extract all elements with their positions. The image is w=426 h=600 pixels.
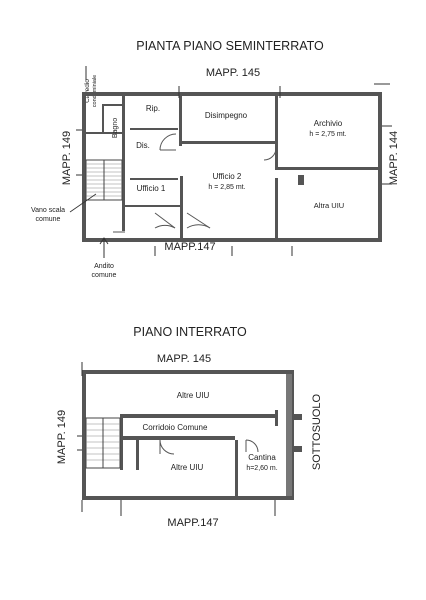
top-mapp-147: MAPP.147: [164, 241, 215, 253]
room-cantina: Cantina: [248, 453, 276, 462]
label-vano-scala-comune: comune: [36, 216, 61, 223]
bottom-plan-walls: [82, 370, 302, 500]
room-disimpegno: Disimpegno: [205, 111, 248, 120]
room-corridoio-comune: Corridoio Comune: [143, 423, 208, 432]
room-altra-uiu: Altra UIU: [314, 201, 344, 210]
top-mapp-145: MAPP. 145: [206, 67, 260, 79]
bottom-sottosuolo: SOTTOSUOLO: [311, 393, 323, 470]
room-bagno: Bagno: [112, 118, 119, 138]
room-cantina-height: h=2,60 m.: [246, 465, 277, 472]
cavedio-label: Cavedio: [84, 79, 91, 103]
bottom-plan-title: PIANO INTERRATO: [133, 325, 247, 339]
bottom-plan-doors: [159, 439, 259, 455]
bottom-mapp-145: MAPP. 145: [157, 353, 211, 365]
andito-arrow: [99, 237, 109, 258]
top-dimension-ticks: [76, 66, 392, 256]
top-mapp-144: MAPP. 144: [388, 131, 400, 185]
label-andito: Andito: [94, 263, 114, 270]
room-ufficio-2-height: h = 2,85 mt.: [208, 184, 245, 191]
top-plan-title: PIANTA PIANO SEMINTERRATO: [136, 39, 324, 53]
top-staircase: [85, 159, 123, 201]
top-mapp-149: MAPP. 149: [61, 131, 73, 185]
room-altre-uiu-bottom: Altre UIU: [171, 463, 204, 472]
bottom-mapp-147: MAPP.147: [167, 517, 218, 529]
room-archivio-height: h = 2,75 mt.: [309, 131, 346, 138]
top-plan-doors: [113, 133, 277, 233]
bottom-dimension-ticks: [77, 362, 276, 516]
bottom-mapp-149: MAPP. 149: [56, 410, 68, 464]
bottom-staircase: [85, 417, 121, 469]
room-dis: Dis.: [136, 141, 150, 150]
cavedio-sub-label: condominiale: [92, 75, 98, 107]
room-archivio: Archivio: [314, 119, 343, 128]
room-ufficio-2: Ufficio 2: [213, 172, 242, 181]
label-vano-scala: Vano scala: [31, 207, 65, 214]
room-rip: Rip.: [146, 104, 160, 113]
room-ufficio-1: Ufficio 1: [137, 184, 166, 193]
label-andito-comune: comune: [92, 272, 117, 279]
top-plan-walls: [82, 92, 382, 242]
room-altre-uiu-top: Altre UIU: [177, 391, 210, 400]
vano-scala-leader: [69, 193, 97, 213]
